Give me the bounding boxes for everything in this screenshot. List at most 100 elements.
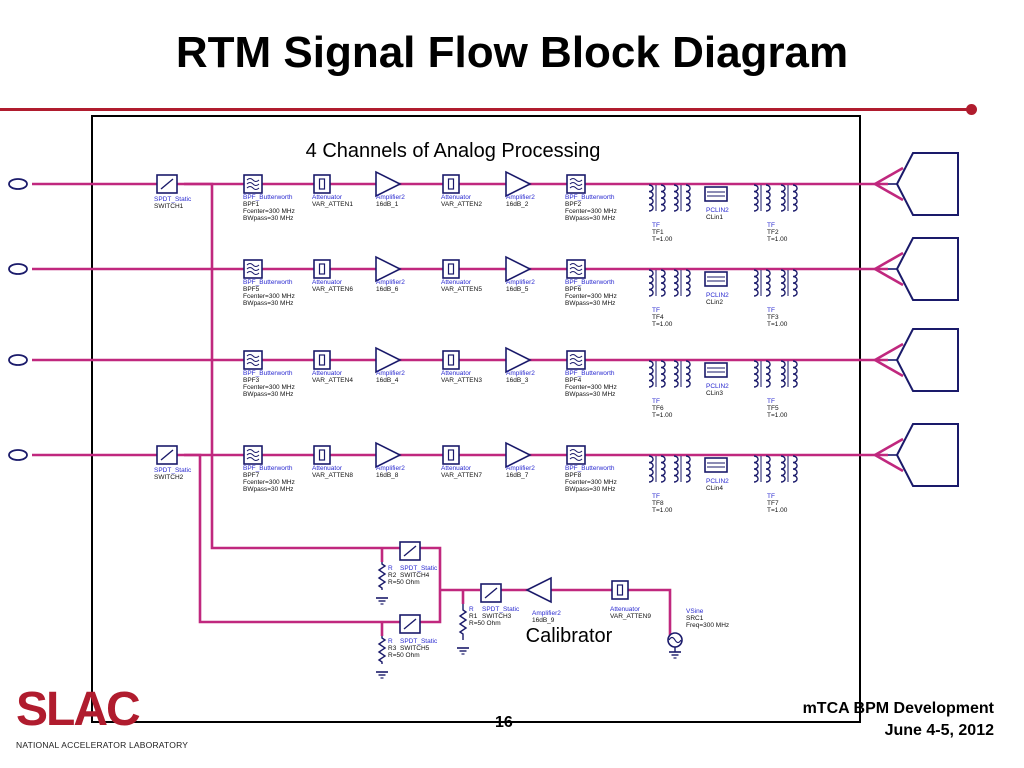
attenuator-label-line: Attenuator [610,606,641,613]
attenuator-element [318,178,326,190]
filter-label-line: BWpass=30 MHz [565,391,615,398]
filter-label-line: BWpass=30 MHz [243,486,293,493]
coupled-line-label-line: CLin2 [706,299,723,306]
amplifier-label-line: Amplifier2 [532,610,561,617]
transformer-label-line: TF6 [652,405,664,412]
amplifier-icon [375,255,402,283]
resistor-label-line: R2 [388,572,397,579]
transformer-coil [648,455,654,483]
filter-wave [246,449,260,453]
slide-title: RTM Signal Flow Block Diagram [175,28,849,77]
amplifier-icon [525,576,552,604]
attenuator-label-line: Attenuator [441,194,472,201]
transformer-label-line: TF [652,222,660,229]
slac-logo: SLAC NATIONAL ACCELERATOR LABORATORY [14,684,194,754]
coupled-line-icon [704,457,728,473]
components [8,152,959,679]
filter-label-line: BPF2 [565,201,582,208]
attenuator-element [318,449,326,461]
pickup-wire [874,182,904,202]
calibrator-label: Calibrator [526,625,613,647]
filter-wave [569,362,583,366]
amplifier-label-line: Amplifier2 [506,370,535,377]
transformer-coil [648,184,654,212]
port-icon [8,178,28,190]
transformer-label-line: T=1.00 [767,507,788,514]
filter-wave [246,267,260,271]
filter-label-line: BPF8 [565,472,582,479]
filter-label-line: Fcenter=300 MHz [243,384,295,391]
amplifier-label-line: Amplifier2 [506,465,535,472]
pickup-wire [874,251,904,271]
port-icon [8,263,28,275]
transformer-label-line: TF8 [652,500,664,507]
switch-label-line: SWITCH2 [154,474,184,481]
transformer-coil [780,269,786,297]
resistor-label-line: R [469,606,474,613]
filter-wave [569,457,583,461]
transformer-coil [780,360,786,388]
port-icon [8,449,28,461]
transformer-label-line: TF4 [652,314,664,321]
resistor-label-line: R=50 Ohm [388,579,420,586]
amplifier-icon [505,170,532,198]
transformer-coil [792,360,798,388]
attenuator-icon [442,445,460,465]
attenuator-icon [313,445,331,465]
transformer-coil [648,269,654,297]
transformer-coil [753,269,759,297]
transformer-coil [685,455,691,483]
transformer-coil [673,184,679,212]
attenuator-element [447,354,455,366]
resistor-label-line: R=50 Ohm [388,652,420,659]
transformer-coil [673,360,679,388]
attenuator-label-line: Attenuator [441,279,472,286]
transformer-coil [673,455,679,483]
transformer-label-line: TF [652,493,660,500]
attenuator-label-line: VAR_ATTEN1 [312,201,353,208]
transformer-coil [792,184,798,212]
filter-wave [246,354,260,358]
port-icon [8,354,28,366]
resistor-label-line: R1 [469,613,478,620]
filter-wave [246,271,260,275]
attenuator-icon [313,350,331,370]
resistor-label-line: R=50 Ohm [469,620,501,627]
filter-label-line: BPF_Butterworth [243,465,293,472]
amplifier-label-line: 16dB_9 [532,617,555,624]
filter-wave [569,178,583,182]
filter-wave [246,362,260,366]
amplifier-icon [505,346,532,374]
filter-label-line: Fcenter=300 MHz [565,384,617,391]
transformer-label-line: TF3 [767,314,779,321]
attenuator-icon [313,174,331,194]
attenuator-label-line: VAR_ATTEN5 [441,286,482,293]
switch-label-line: SWITCH1 [154,203,184,210]
transformer-label-line: TF2 [767,229,779,236]
filter-label-line: BPF6 [565,286,582,293]
source-label-line: Freq=300 MHz [686,622,729,629]
amplifier-label-line: Amplifier2 [506,194,535,201]
cal-wire [184,453,401,624]
resistor-icon [377,636,387,664]
filter-label-line: BPF_Butterworth [565,465,615,472]
pickup-wire [874,437,904,457]
cal-wire [420,546,442,624]
amplifier-label-line: 16dB_8 [376,472,399,479]
filter-label-line: Fcenter=300 MHz [565,208,617,215]
filter-wave [569,449,583,453]
component-labels: SPDT_StaticSWITCH1BPF_ButterworthBPF1Fce… [154,194,788,659]
amplifier-icon [375,170,402,198]
attenuator-label-line: Attenuator [312,465,343,472]
sine-wave [668,636,682,644]
coupled-line-label-line: CLin1 [706,214,723,221]
transformer-coil [792,455,798,483]
amplifier-icon [375,441,402,469]
switch-label-line: SWITCH4 [400,572,430,579]
coupled-line-label-line: PCLIN2 [706,207,729,214]
attenuator-label-line: VAR_ATTEN2 [441,201,482,208]
transformer-label-line: T=1.00 [767,321,788,328]
attenuator-label-line: VAR_ATTEN6 [312,286,353,293]
transformer-label-line: T=1.00 [652,507,673,514]
filter-wave [569,182,583,186]
